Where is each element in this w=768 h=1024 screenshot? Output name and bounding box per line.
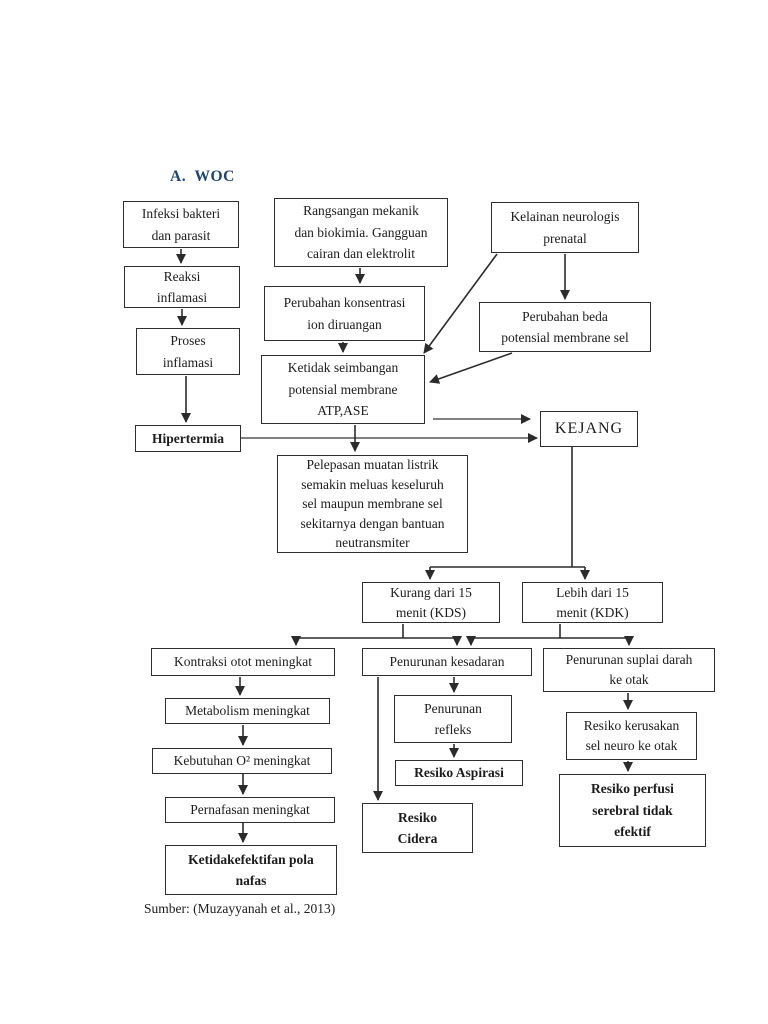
node-kelainan-neurologis: Kelainan neurologis prenatal [491,202,639,253]
node-resiko-kerusakan-sel: Resiko kerusakan sel neuro ke otak [566,712,697,760]
node-kurang-dari-15-menit: Kurang dari 15 menit (KDS) [362,582,500,623]
node-reaksi-inflamasi: Reaksi inflamasi [124,266,240,308]
node-kontraksi-otot: Kontraksi otot meningkat [151,648,335,676]
node-penurunan-kesadaran: Penurunan kesadaran [362,648,532,676]
node-penurunan-suplai-darah: Penurunan suplai darah ke otak [543,648,715,692]
node-perubahan-konsentrasi: Perubahan konsentrasi ion diruangan [264,286,425,341]
node-penurunan-refleks: Penurunan refleks [394,695,512,743]
node-hipertermia: Hipertermia [135,425,241,452]
node-metabolism-meningkat: Metabolism meningkat [165,698,330,724]
node-pelepasan-muatan: Pelepasan muatan listrik semakin meluas … [277,455,468,553]
node-kebutuhan-o2: Kebutuhan O² meningkat [152,748,332,774]
node-perubahan-beda-potensial: Perubahan beda potensial membrane sel [479,302,651,352]
node-proses-inflamasi: Proses inflamasi [136,328,240,375]
node-resiko-aspirasi: Resiko Aspirasi [395,760,523,786]
arrow-beda-to-ketidak [429,352,513,384]
node-lebih-dari-15-menit: Lebih dari 15 menit (KDK) [522,582,663,623]
node-kejang: KEJANG [540,411,638,447]
node-infeksi-bakteri: Infeksi bakteri dan parasit [123,201,239,248]
node-pernafasan-meningkat: Pernafasan meningkat [165,797,335,823]
node-ketidak-seimbangan: Ketidak seimbangan potensial membrane AT… [261,355,425,424]
source-citation: Sumber: (Muzayyanah et al., 2013) [144,901,336,916]
page-title: A. WOC [170,168,235,185]
node-rangsangan-mekanik: Rangsangan mekanik dan biokimia. Ganggua… [274,198,448,267]
node-ketidakefektifan-pola-nafas: Ketidakefektifan pola nafas [165,845,337,895]
node-resiko-cidera: Resiko Cidera [362,803,473,853]
node-resiko-perfusi-serebral: Resiko perfusi serebral tidak efektif [559,774,706,847]
